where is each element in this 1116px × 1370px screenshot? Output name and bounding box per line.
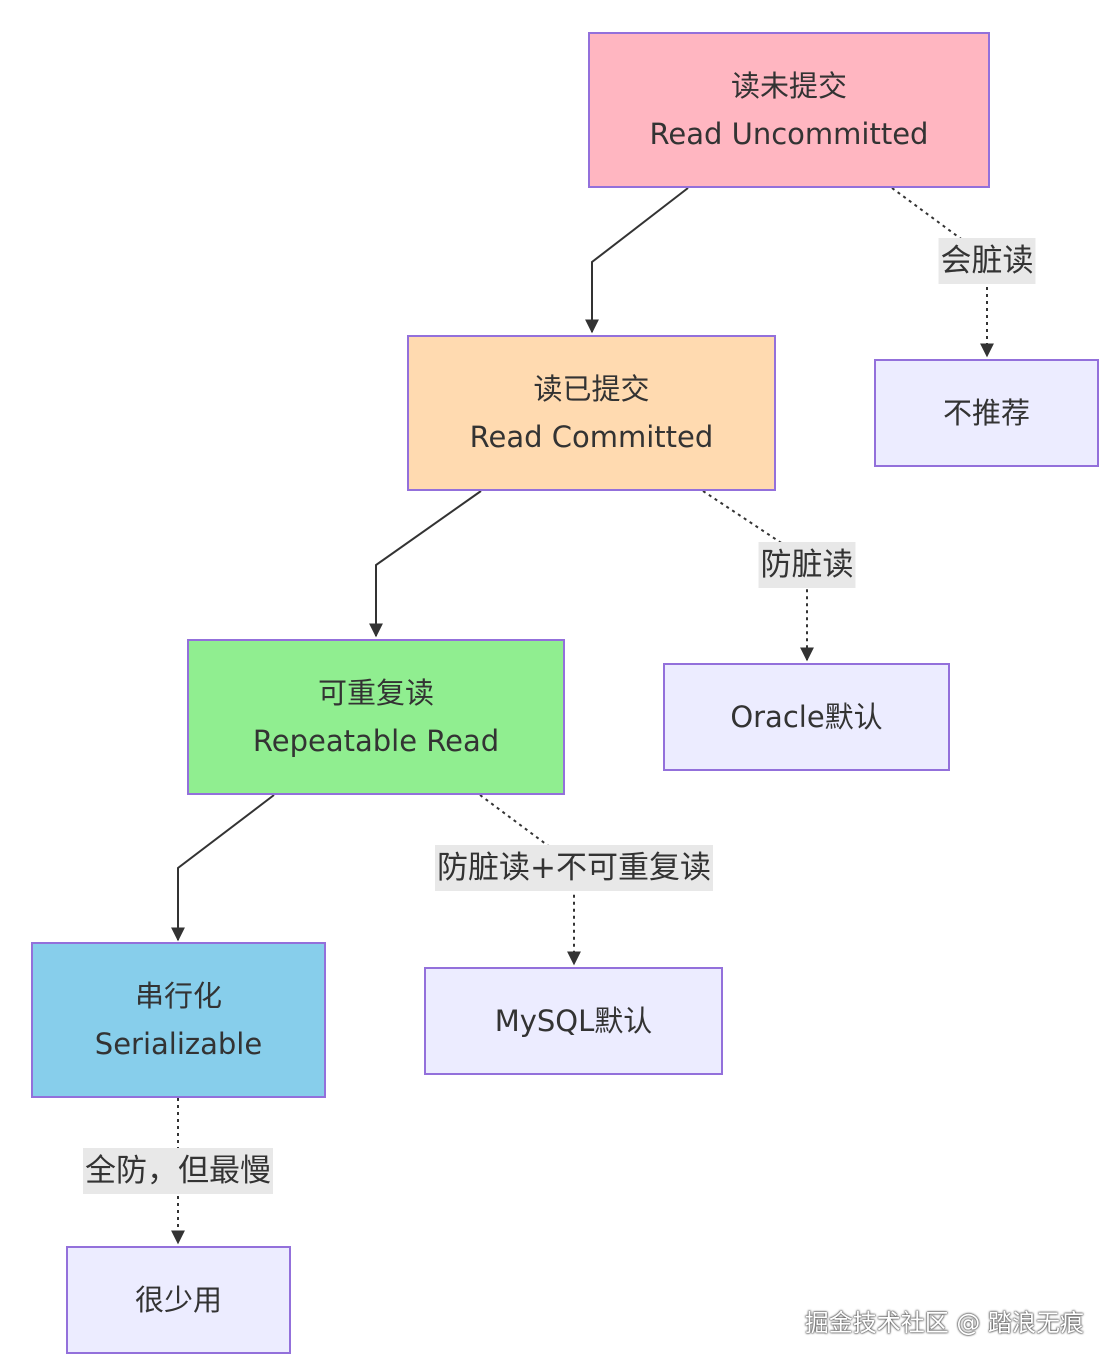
node-read-uncommitted-en: Read Uncommitted [649, 117, 929, 151]
edge-label-prevent-dirty-nonrepeatable: 防脏读+不可重复读 [435, 845, 713, 891]
node-repeatable-read-zh: 可重复读 [317, 676, 434, 710]
node-read-committed-en: Read Committed [469, 420, 714, 454]
node-read-uncommitted: 读未提交 Read Uncommitted [588, 32, 990, 188]
edge-rc-to-oracle [702, 490, 814, 662]
node-oracle-default: Oracle默认 [663, 663, 950, 771]
node-serializable: 串行化 Serializable [31, 942, 326, 1098]
node-mysql-default: MySQL默认 [424, 967, 723, 1075]
node-rarely-used-label: 很少用 [134, 1283, 222, 1317]
node-oracle-default-label: Oracle默认 [730, 700, 883, 734]
edge-rc-to-rr [369, 490, 482, 638]
node-read-committed-zh: 读已提交 [533, 372, 650, 406]
node-read-uncommitted-zh: 读未提交 [730, 69, 847, 103]
node-not-recommended-label: 不推荐 [942, 396, 1030, 430]
watermark: 掘金技术社区 @ 踏浪无痕 [804, 1309, 1084, 1337]
node-not-recommended: 不推荐 [874, 359, 1099, 467]
edge-rr-to-ser [171, 794, 275, 942]
edge-label-prevent-dirty: 防脏读 [758, 542, 856, 588]
edge-ru-to-not-recommended [891, 187, 994, 358]
edge-label-dirty-read: 会脏读 [938, 238, 1036, 284]
node-read-committed: 读已提交 Read Committed [407, 335, 776, 491]
edge-label-full-prevent-slowest: 全防，但最慢 [83, 1148, 273, 1194]
node-mysql-default-label: MySQL默认 [494, 1004, 653, 1038]
node-serializable-en: Serializable [94, 1027, 263, 1061]
edge-ru-to-rc [585, 187, 689, 334]
node-serializable-zh: 串行化 [134, 979, 222, 1013]
node-repeatable-read-en: Repeatable Read [252, 724, 500, 758]
node-repeatable-read: 可重复读 Repeatable Read [187, 639, 565, 795]
edge-rr-to-mysql [479, 794, 581, 966]
node-rarely-used: 很少用 [66, 1246, 291, 1354]
